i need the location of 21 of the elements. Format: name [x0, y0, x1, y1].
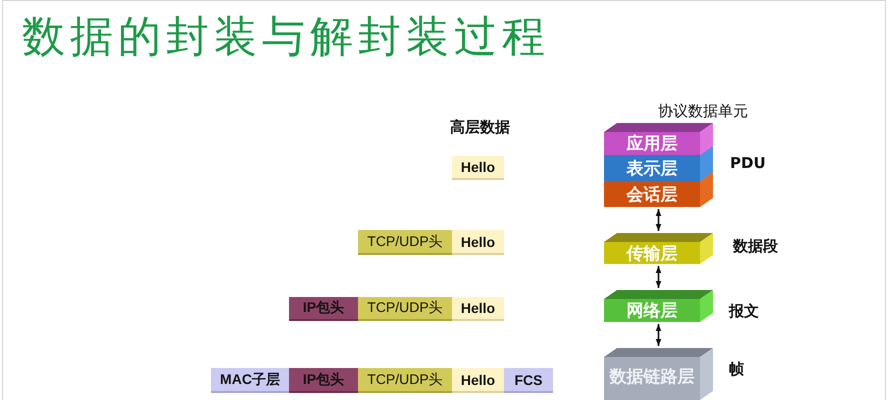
column-heading: 高层数据	[450, 118, 510, 136]
layer-caption: 帧	[729, 360, 744, 378]
layer-caption: 报文	[729, 302, 759, 320]
layer-caption: 数据段	[733, 237, 778, 255]
double-arrow	[656, 266, 662, 288]
data-block: Hello	[452, 368, 504, 393]
double-arrow	[656, 324, 662, 346]
header-block: IP包头	[289, 297, 358, 321]
slide-title: 数据的封装与解封装过程	[22, 11, 550, 64]
header-block: TCP/UDP头	[358, 230, 452, 255]
double-arrow	[656, 209, 662, 231]
header-block: TCP/UDP头	[358, 297, 452, 321]
header-block: TCP/UDP头	[358, 368, 452, 393]
layer-caption: PDU	[730, 154, 766, 172]
header-block: MAC子层	[211, 368, 289, 393]
trailer-block: FCS	[504, 368, 553, 393]
column-heading: 协议数据单元	[658, 102, 748, 120]
data-block: Hello	[452, 297, 504, 321]
header-block: IP包头	[289, 368, 358, 393]
data-block: Hello	[452, 156, 504, 180]
data-block: Hello	[452, 230, 504, 255]
